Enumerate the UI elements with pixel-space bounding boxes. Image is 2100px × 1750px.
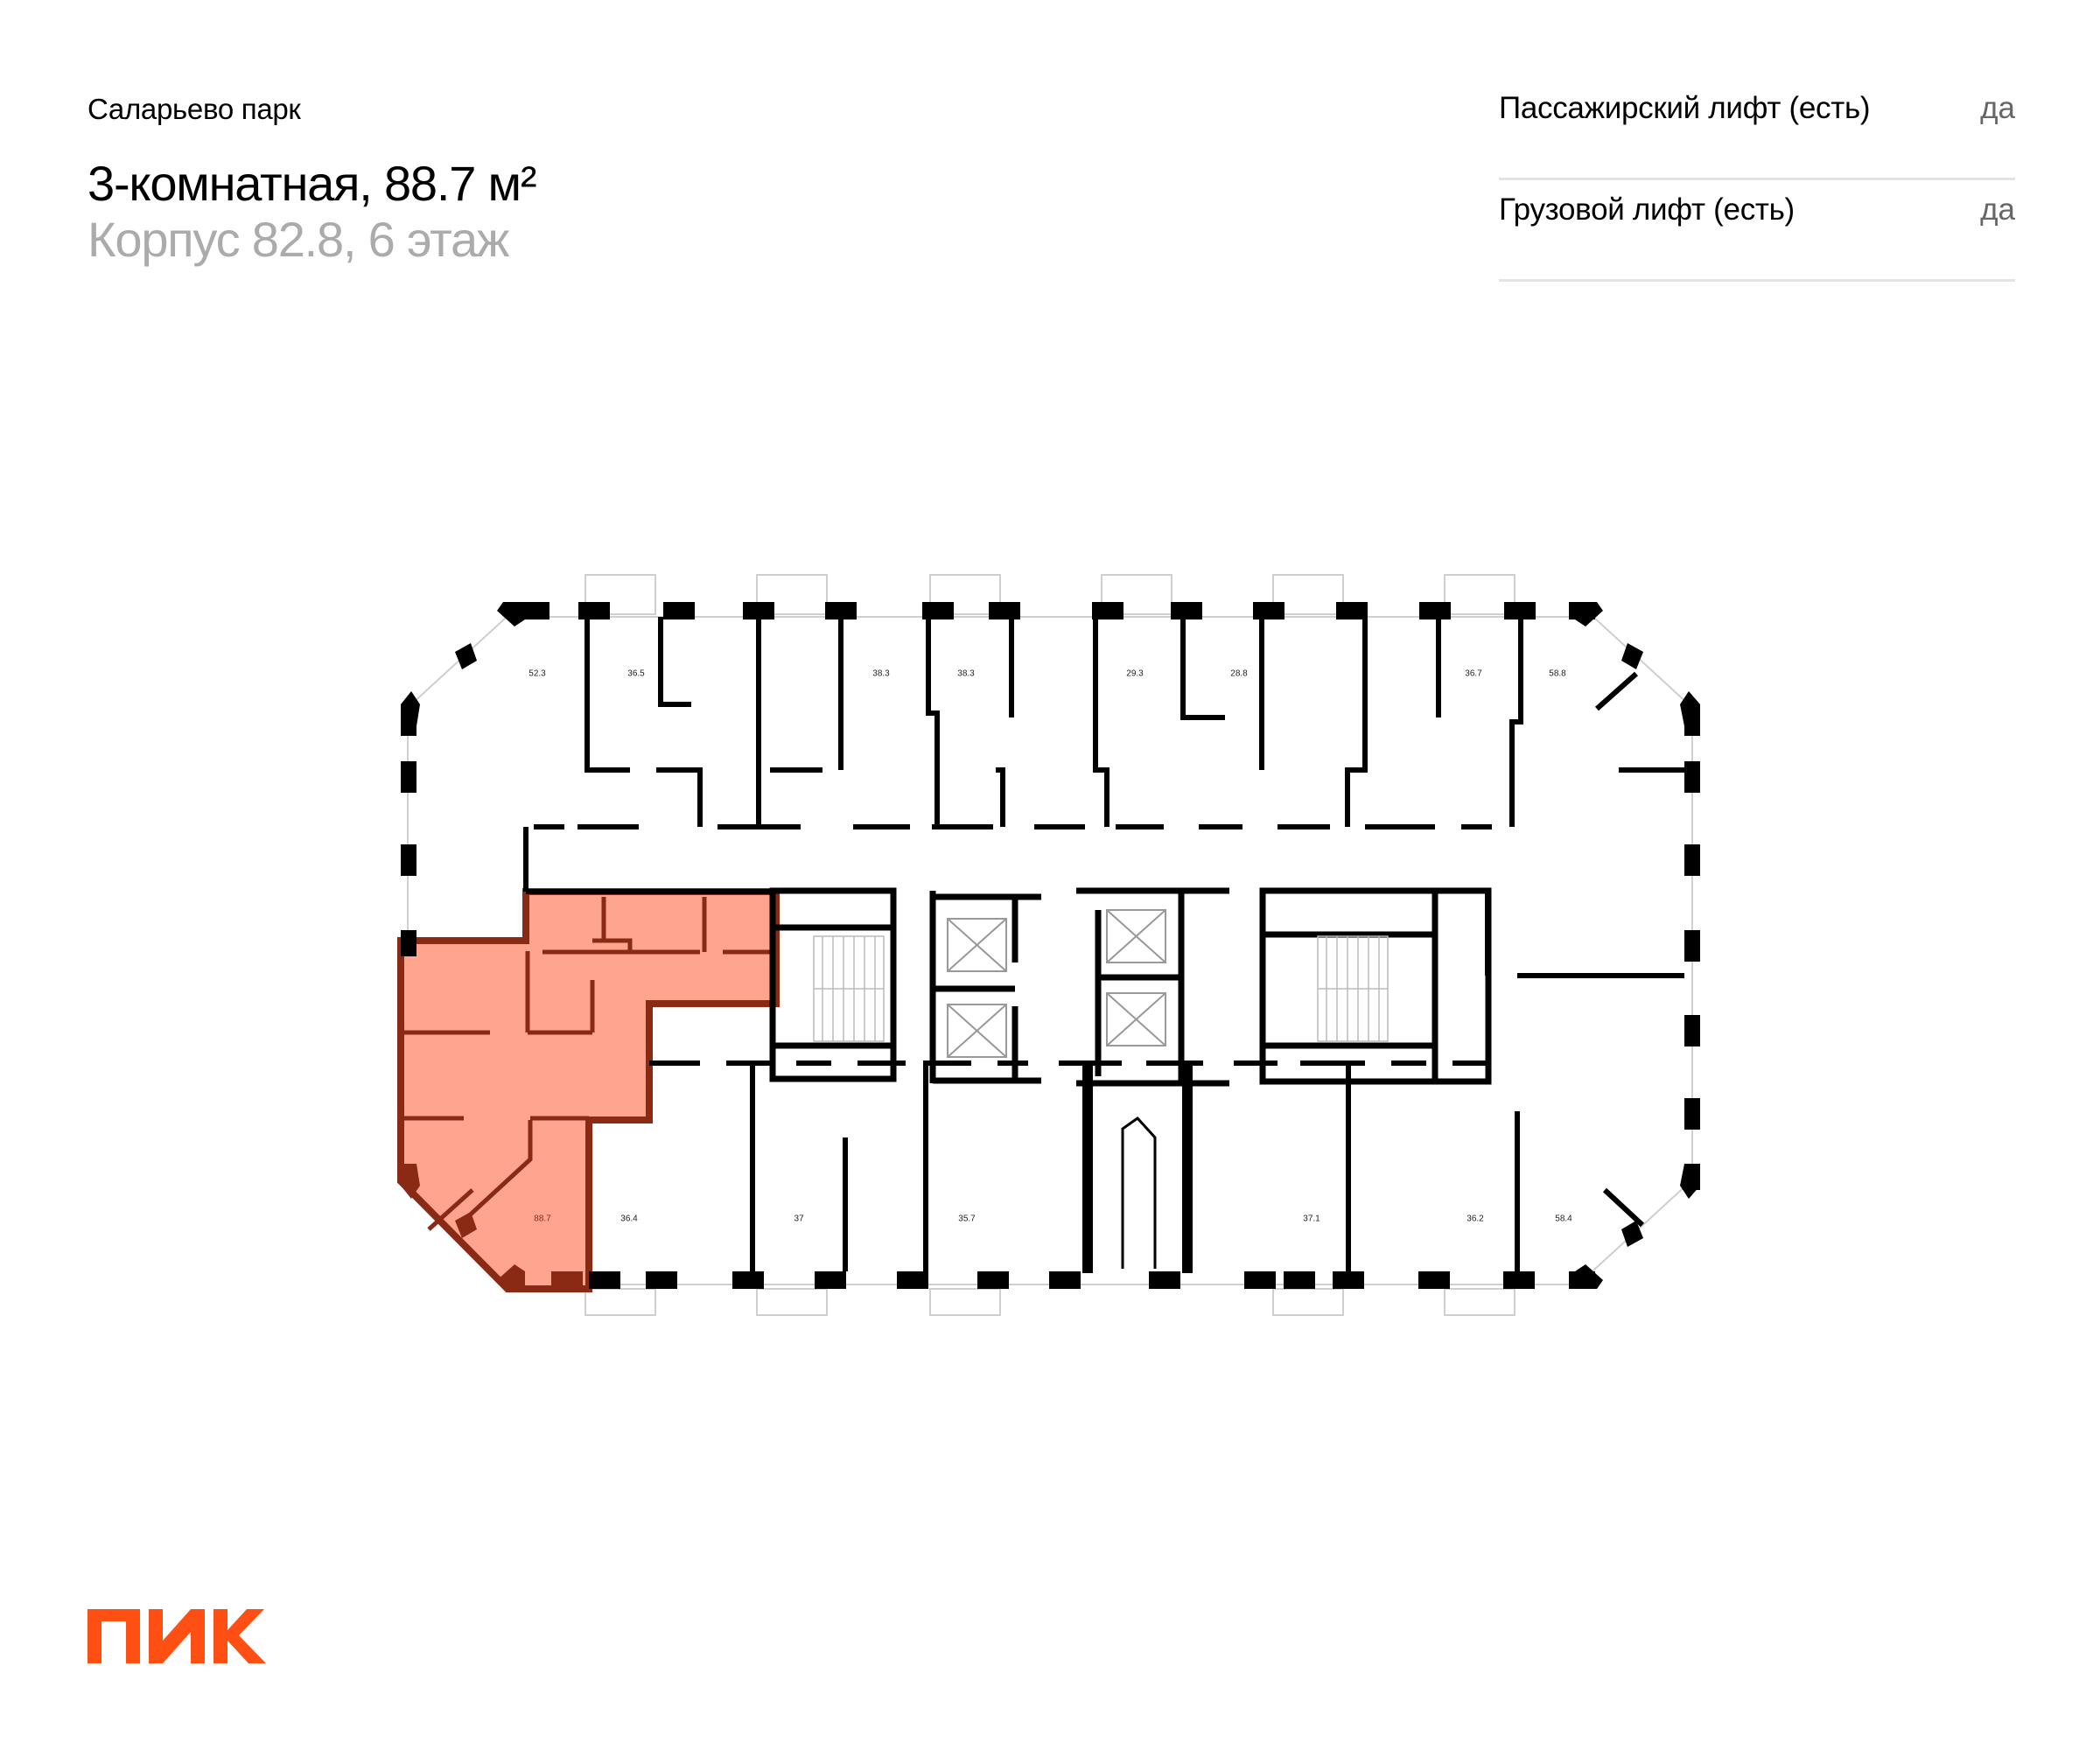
selected-apartment-walls: [401, 897, 776, 1231]
area-label-bottom-7[interactable]: 58.4: [1555, 1214, 1572, 1224]
property-value: да: [1980, 192, 2015, 227]
property-label: Грузовой лифт (есть): [1499, 192, 1795, 227]
area-label-top-7[interactable]: 36.7: [1465, 669, 1482, 679]
area-label-top-5[interactable]: 29.3: [1126, 669, 1144, 679]
selected-corner-piers: [401, 1164, 583, 1289]
area-label-top-3[interactable]: 38.3: [872, 669, 890, 679]
elevators: [947, 909, 1166, 1058]
pik-logo-icon: [88, 1609, 266, 1663]
interior-walls: [523, 617, 1684, 1271]
property-passenger-lift: Пассажирский лифт (есть) да: [1499, 79, 2015, 180]
property-freight-lift: Грузовой лифт (есть) да: [1499, 180, 2015, 282]
area-label-top-6[interactable]: 28.8: [1230, 669, 1248, 679]
core: [769, 887, 1492, 1087]
corner-piers: [401, 602, 1700, 1289]
area-label-top-2[interactable]: 36.5: [627, 669, 645, 679]
area-labels: 52.3 36.5 38.3 38.3 29.3 28.8 36.7 58.8 …: [528, 669, 1572, 1224]
stairs: [813, 935, 1389, 1042]
property-label: Пассажирский лифт (есть): [1499, 91, 1871, 125]
area-label-top-8[interactable]: 58.8: [1549, 669, 1566, 679]
area-label-bottom-4[interactable]: 35.7: [958, 1214, 976, 1224]
area-label-top-1[interactable]: 52.3: [528, 669, 546, 679]
area-label-bottom-5[interactable]: 37.1: [1303, 1214, 1320, 1224]
area-label-selected[interactable]: 88.7: [534, 1214, 551, 1224]
area-label-bottom-3[interactable]: 37: [794, 1214, 804, 1224]
area-label-top-4[interactable]: 38.3: [957, 669, 975, 679]
apartment-title: 3-комнатная, 88.7 м²: [88, 156, 536, 211]
building-floor: Корпус 82.8, 6 этаж: [88, 212, 509, 267]
area-label-bottom-2[interactable]: 36.4: [620, 1214, 638, 1224]
service-shaft: [1082, 1063, 1193, 1273]
area-label-bottom-6[interactable]: 36.2: [1466, 1214, 1484, 1224]
pik-logo[interactable]: [88, 1609, 266, 1663]
properties-list: Пассажирский лифт (есть) да Грузовой лиф…: [1499, 79, 2015, 282]
property-value: да: [1980, 91, 2015, 125]
project-name: Саларьево парк: [88, 93, 301, 125]
